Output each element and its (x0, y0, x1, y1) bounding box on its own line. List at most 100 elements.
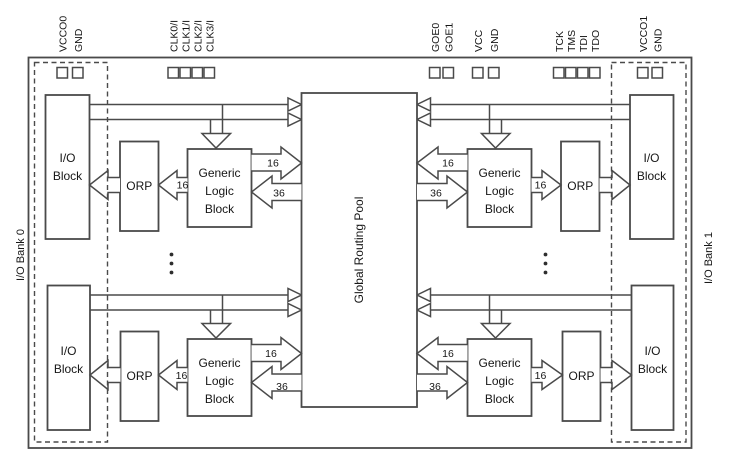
dot (169, 261, 174, 266)
bus-width-label: 16 (265, 348, 277, 360)
pin-square-tdi (576, 66, 589, 79)
grp-label: Global Routing Pool (352, 197, 366, 304)
bus-arrow-glb-to-orp (157, 358, 188, 392)
glb-label-line2: Logic (485, 184, 514, 198)
orp-label: ORP (126, 179, 152, 193)
pin-square-gnd (487, 66, 500, 79)
bus-arrows-top-right: 16 36 16 (415, 145, 632, 210)
routing-lines-top-right (415, 96, 630, 150)
orp-label: ORP (567, 179, 593, 193)
pin-square-vcc (471, 66, 484, 79)
pin-labels: VCCO0 GND CLK0/I CLK1/I CLK2/I CLK3/I GO… (58, 16, 665, 52)
orp-block-top-left (119, 140, 160, 232)
arrowhead-into-grp (415, 302, 432, 318)
pin-label: GND (489, 28, 501, 52)
pin-label: GOE0 (430, 23, 442, 52)
orp-block-bottom-right (561, 330, 602, 422)
io-label-line2: Block (54, 362, 84, 376)
pin-square-gnd (71, 66, 84, 79)
glb-label-line1: Generic (198, 356, 240, 370)
bus-width-label: 36 (429, 381, 441, 393)
pin-square-goe1 (442, 66, 455, 79)
glb-label-line3: Block (485, 202, 515, 216)
arrowhead-into-grp (287, 302, 304, 318)
orp-labels: ORP ORP ORP ORP (126, 179, 594, 383)
pin-square-tck (552, 66, 565, 79)
pin-label: TMS (566, 30, 578, 52)
routing-lines-bottom-right (415, 287, 632, 340)
glb-label-line3: Block (205, 392, 235, 406)
bus-arrows-top-left: 16 36 16 (88, 145, 303, 210)
bus-arrow-grp-to-glb (417, 364, 469, 401)
bus-arrow-grp-to-glb (250, 174, 302, 210)
bus-arrow-glb-to-grp (415, 335, 468, 372)
pin-squares (56, 66, 664, 79)
io-block-labels: I/O Block I/O Block I/O Block I/O Block (53, 151, 668, 376)
arrowhead-into-glb (479, 132, 512, 150)
bus-width-label: 16 (177, 180, 189, 192)
pin-label: VCCO1 (638, 16, 650, 52)
io-block-bottom-left (46, 284, 91, 431)
glb-block-top-right (466, 148, 533, 228)
continuation-dots-right (543, 252, 548, 275)
arrowhead-into-grp (415, 287, 432, 303)
pin-label: TDO (590, 30, 602, 52)
orp-label: ORP (126, 369, 152, 383)
bus-arrows-bottom-left: 16 36 16 (88, 335, 303, 401)
io-label-line1: I/O (644, 344, 660, 358)
arrowhead-into-grp (415, 96, 432, 113)
dot (543, 261, 548, 266)
pin-label: CLK0/I (169, 20, 181, 52)
bus-width-label: 16 (176, 370, 188, 382)
pin-label: GND (653, 28, 665, 52)
glb-label-line1: Generic (478, 356, 520, 370)
bus-width-label: 16 (267, 158, 279, 170)
bus-arrow-grp-to-glb (250, 364, 302, 401)
routing-lines-bottom-left (90, 287, 304, 340)
bus-width-label: 16 (535, 180, 547, 192)
pin-label: CLK1/I (181, 20, 193, 52)
glb-label-line3: Block (485, 392, 515, 406)
bus-arrow-glb-to-grp (251, 335, 303, 372)
routing-lines-top-left (89, 96, 304, 150)
bus-arrow-glb-to-orp (531, 359, 564, 391)
orp-block-bottom-left (119, 330, 160, 422)
glb-label-line1: Generic (478, 166, 520, 180)
io-block-top-right (629, 94, 675, 240)
glb-label-line2: Logic (205, 374, 234, 388)
io-label-line1: I/O (60, 344, 76, 358)
pin-label: TDI (578, 35, 590, 52)
bus-width-label: 16 (535, 370, 547, 382)
pin-square-tdo (588, 66, 601, 79)
io-block-top-left (44, 94, 91, 240)
pin-square-vcco1 (636, 66, 649, 79)
pin-label: VCC (473, 29, 485, 52)
bus-arrow-glb-to-orp (531, 168, 563, 202)
dot (169, 270, 174, 275)
dot (543, 252, 548, 257)
pin-label: CLK3/I (205, 20, 217, 52)
global-routing-pool-block (300, 92, 418, 408)
pin-square-clk2 (191, 66, 204, 79)
pin-label: VCCO0 (58, 16, 70, 52)
bus-arrows-bottom-right: 16 36 16 (415, 335, 633, 401)
orp-label: ORP (568, 369, 594, 383)
glb-label-line1: Generic (198, 166, 240, 180)
bus-width-label: 36 (273, 188, 285, 200)
pin-square-clk3 (203, 66, 216, 79)
glb-block-bottom-right (466, 338, 533, 417)
io-bank1-label: I/O Bank 1 (703, 232, 715, 284)
dot (543, 270, 548, 275)
pin-square-goe0 (428, 66, 441, 79)
bus-width-label: 36 (430, 188, 442, 200)
arrowhead-into-glb (479, 322, 512, 340)
pin-square-vcco0 (56, 66, 69, 79)
io-label-line1: I/O (643, 151, 659, 165)
arrowhead-into-glb (200, 132, 233, 150)
pin-label: TCK (554, 31, 566, 52)
glb-label-line2: Logic (205, 184, 234, 198)
arrowhead-into-grp (287, 111, 304, 128)
bus-width-label: 16 (442, 158, 454, 170)
